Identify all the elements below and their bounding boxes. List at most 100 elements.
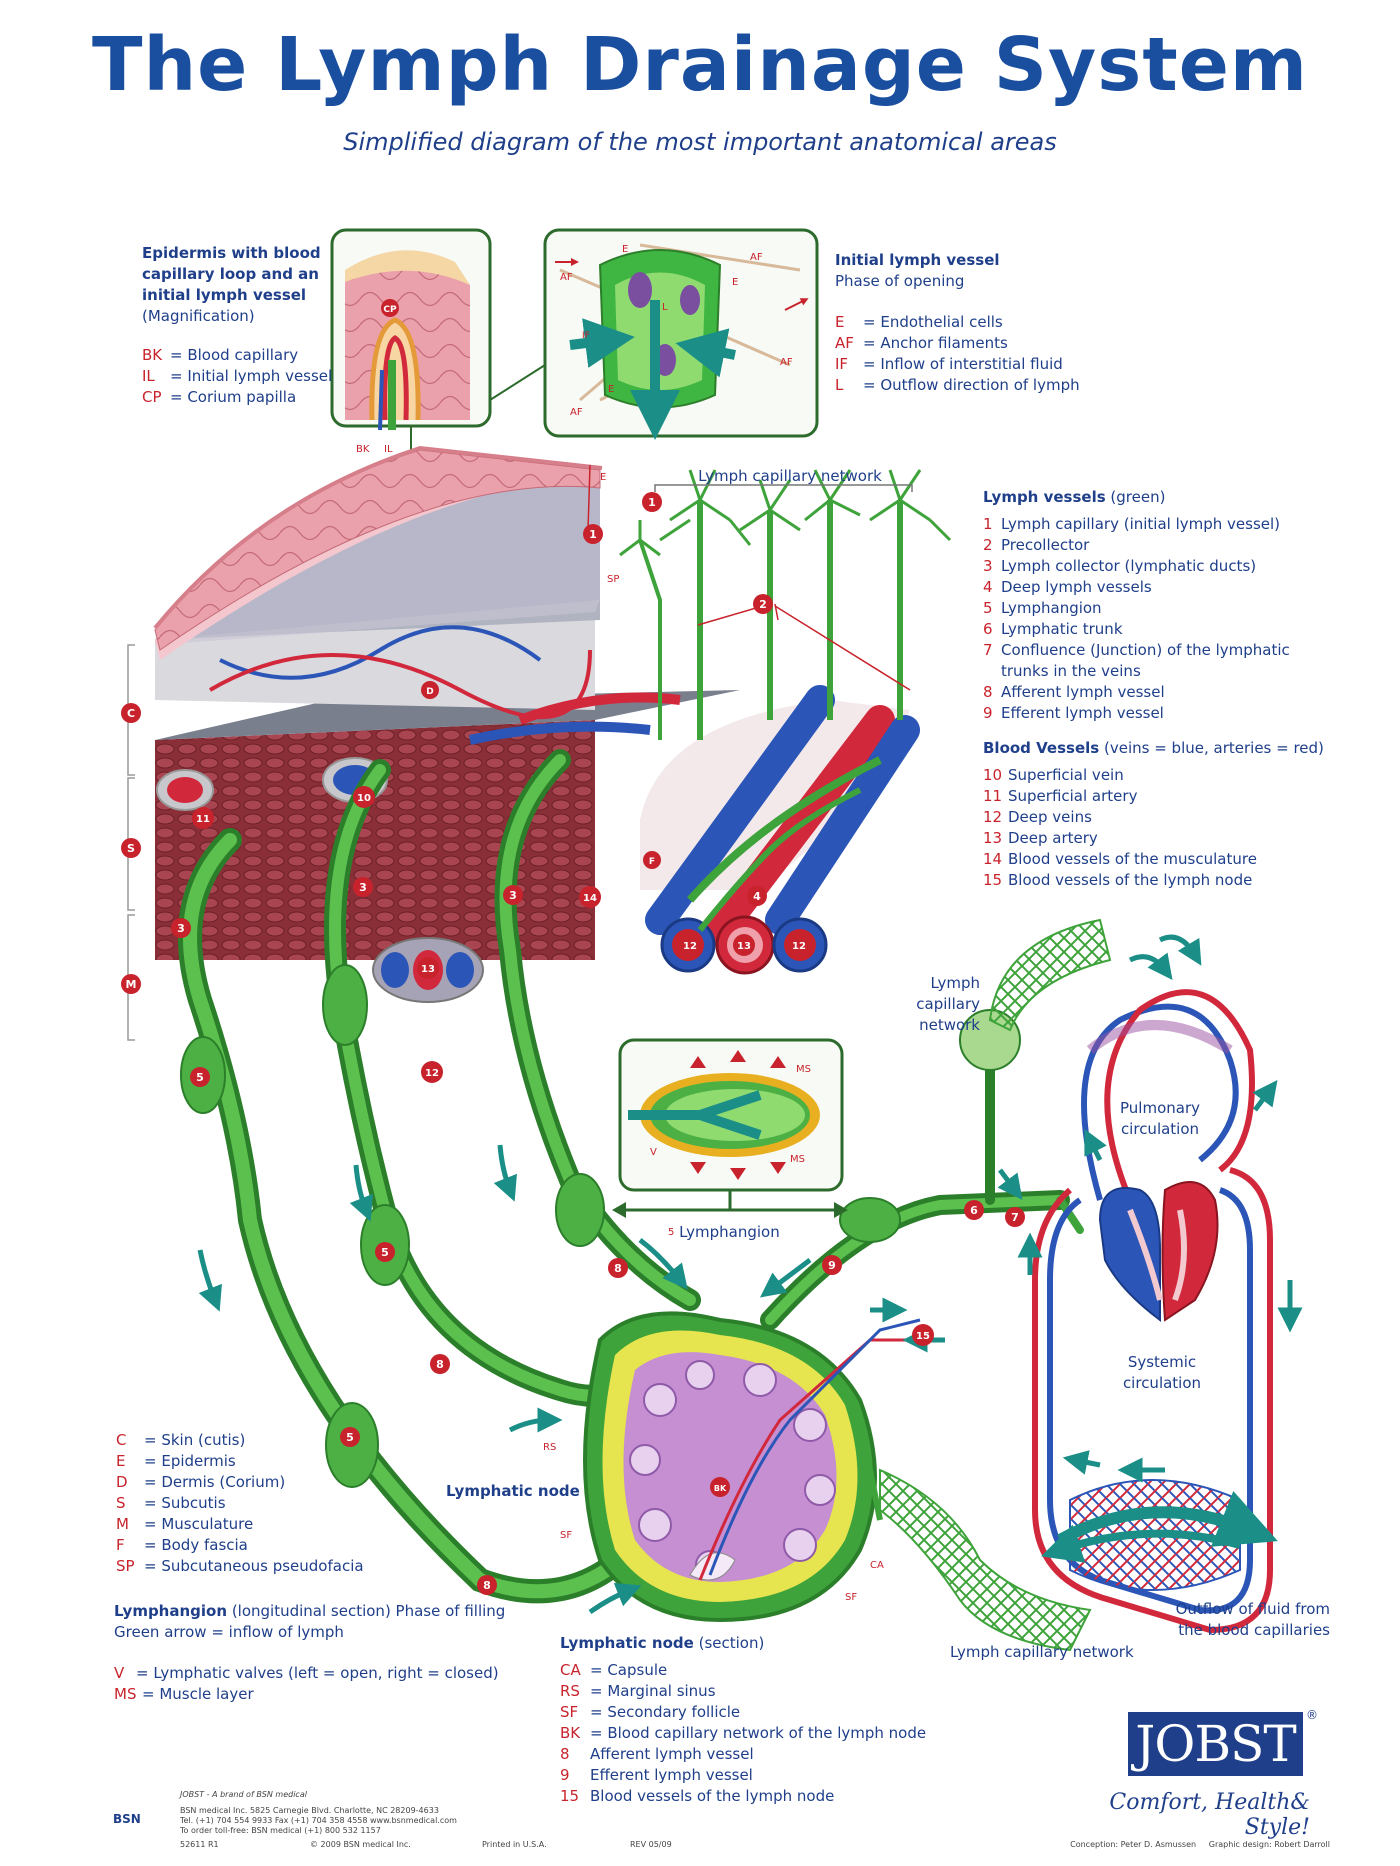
svg-text:4: 4	[753, 890, 761, 903]
label-lymphatic-node: Lymphatic node	[446, 1482, 580, 1500]
initial-vessel-note: Phase of opening	[835, 272, 965, 290]
figure-label-cp: CP	[383, 305, 397, 315]
capillary-network-bracket	[654, 484, 913, 492]
node-label-sf-2: SF	[845, 1592, 857, 1603]
figure-label-ms-1: MS	[796, 1064, 811, 1075]
badge-11: 11	[192, 807, 214, 829]
svg-text:12: 12	[425, 1068, 439, 1079]
badge-8b: 8	[608, 1258, 628, 1278]
footer-rev: REV 05/09	[630, 1840, 672, 1849]
lymph-vessels-heading: Lymph vessels	[983, 488, 1106, 506]
figure-label-af-2: AF	[750, 252, 763, 263]
lymph-vessels-heading-note: (green)	[1110, 488, 1166, 506]
badge-14: 14	[579, 886, 601, 908]
svg-text:5: 5	[196, 1071, 204, 1084]
svg-text:11: 11	[196, 814, 210, 825]
svg-text:1: 1	[589, 528, 597, 541]
tissue-label-sp: SP	[607, 574, 619, 585]
badge-8c: 8	[477, 1575, 497, 1595]
number-badges: 1 1 2 3 3 3 4 5 5 5 6 7 8 8 8 9 10 11 12…	[171, 492, 1025, 1595]
legend-item: AF= Anchor filaments	[835, 334, 1008, 352]
badge-4: 4	[747, 886, 767, 906]
figure-label-af-1: AF	[560, 272, 573, 283]
svg-text:2: 2	[759, 598, 767, 611]
lymph-capillary-tree	[619, 469, 952, 740]
label-systemic-circulation: Systemic circulation	[1122, 1353, 1202, 1392]
lymphangion-bracket	[612, 1190, 848, 1218]
svg-text:3: 3	[177, 922, 185, 935]
svg-text:14: 14	[583, 893, 597, 904]
legend-item: S= Subcutis	[116, 1494, 226, 1512]
lymphatic-node-legend: Lymphatic node (section) CA= Capsule RS=…	[560, 1633, 960, 1807]
node-label-sf-1: SF	[560, 1530, 572, 1541]
label-lymph-capillary-network-top: Lymph capillary network	[698, 467, 882, 485]
outflow-arrow	[1041, 1524, 1242, 1563]
svg-text:8: 8	[436, 1358, 444, 1371]
svg-text:3: 3	[359, 881, 367, 894]
svg-text:7: 7	[1011, 1211, 1019, 1224]
brand-credits: Conception: Peter D. Asmussen Graphic de…	[1070, 1840, 1330, 1849]
figure-label-v: V	[650, 1147, 657, 1158]
figure-label-bk: BK	[356, 444, 370, 455]
legend-item: MS= Muscle layer	[114, 1685, 254, 1703]
label-lymphangion-text: Lymphangion	[679, 1223, 780, 1241]
badge-5c: 5	[340, 1427, 360, 1447]
legend-item: M= Musculature	[116, 1515, 254, 1533]
badge-5b: 5	[375, 1242, 395, 1262]
legend-item: IL= Initial lymph vessel	[142, 367, 333, 385]
svg-text:1: 1	[648, 496, 656, 509]
lymphangion-note: Green arrow = inflow of lymph	[114, 1623, 344, 1641]
epidermis-text: Epidermis with blood capillary loop and …	[142, 243, 342, 408]
svg-text:15: 15	[916, 1331, 930, 1342]
svg-text:6: 6	[970, 1204, 978, 1217]
label-lymphangion-num: 5	[668, 1227, 675, 1238]
footer-code: 52611 R1	[180, 1840, 219, 1849]
label-lymphangion: 5 Lymphangion	[668, 1222, 828, 1243]
badge-1a: 1	[642, 492, 662, 512]
initial-vessel-panel: AF AF AF AF E E E IF L	[543, 228, 819, 440]
figure-label-af-4: AF	[570, 407, 583, 418]
initial-vessel-heading: Initial lymph vessel	[835, 251, 1000, 269]
lymphatic-node-heading-note: (section)	[698, 1634, 765, 1652]
tissue-legend: C= Skin (cutis) E= Epidermis D= Dermis (…	[116, 1430, 396, 1577]
legend-item: CP= Corium papilla	[142, 388, 297, 406]
figure-label-af-3: AF	[780, 357, 793, 368]
page-title: The Lymph Drainage System	[91, 22, 1308, 108]
initial-vessel-legend: E= Endothelial cells AF= Anchor filament…	[835, 312, 1135, 396]
blood-vessels-heading: Blood Vessels	[983, 739, 1100, 757]
svg-text:5: 5	[381, 1246, 389, 1259]
lymphangion-section-text: Lymphangion (longitudinal section) Phase…	[114, 1601, 554, 1705]
badge-13b: 13	[417, 957, 439, 979]
lymphangion-inset: MS MS V	[618, 1038, 844, 1192]
svg-text:8: 8	[483, 1579, 491, 1592]
badge-5a: 5	[190, 1067, 210, 1087]
badge-12a: 12	[679, 934, 701, 956]
side-label-c: C	[127, 707, 135, 720]
side-label-m: M	[126, 978, 137, 991]
right-capillary-net	[988, 918, 1112, 1032]
figure-label-l: L	[662, 302, 668, 313]
legend-item: SP= Subcutaneous pseudofacia	[116, 1557, 364, 1575]
svg-text:13: 13	[421, 964, 435, 975]
badge-3a: 3	[171, 918, 191, 938]
svg-text:9: 9	[828, 1259, 836, 1272]
svg-text:10: 10	[357, 793, 371, 804]
footer-brand-line: JOBST - A brand of BSN medical	[180, 1790, 307, 1799]
epidermis-legend: BK= Blood capillary IL= Initial lymph ve…	[142, 345, 342, 408]
legend-item: C= Skin (cutis)	[116, 1431, 246, 1449]
legend-item: F= Body fascia	[116, 1536, 248, 1554]
badge-3b: 3	[353, 877, 373, 897]
badge-3c: 3	[503, 885, 523, 905]
node-label-bk: BK	[714, 1484, 727, 1493]
